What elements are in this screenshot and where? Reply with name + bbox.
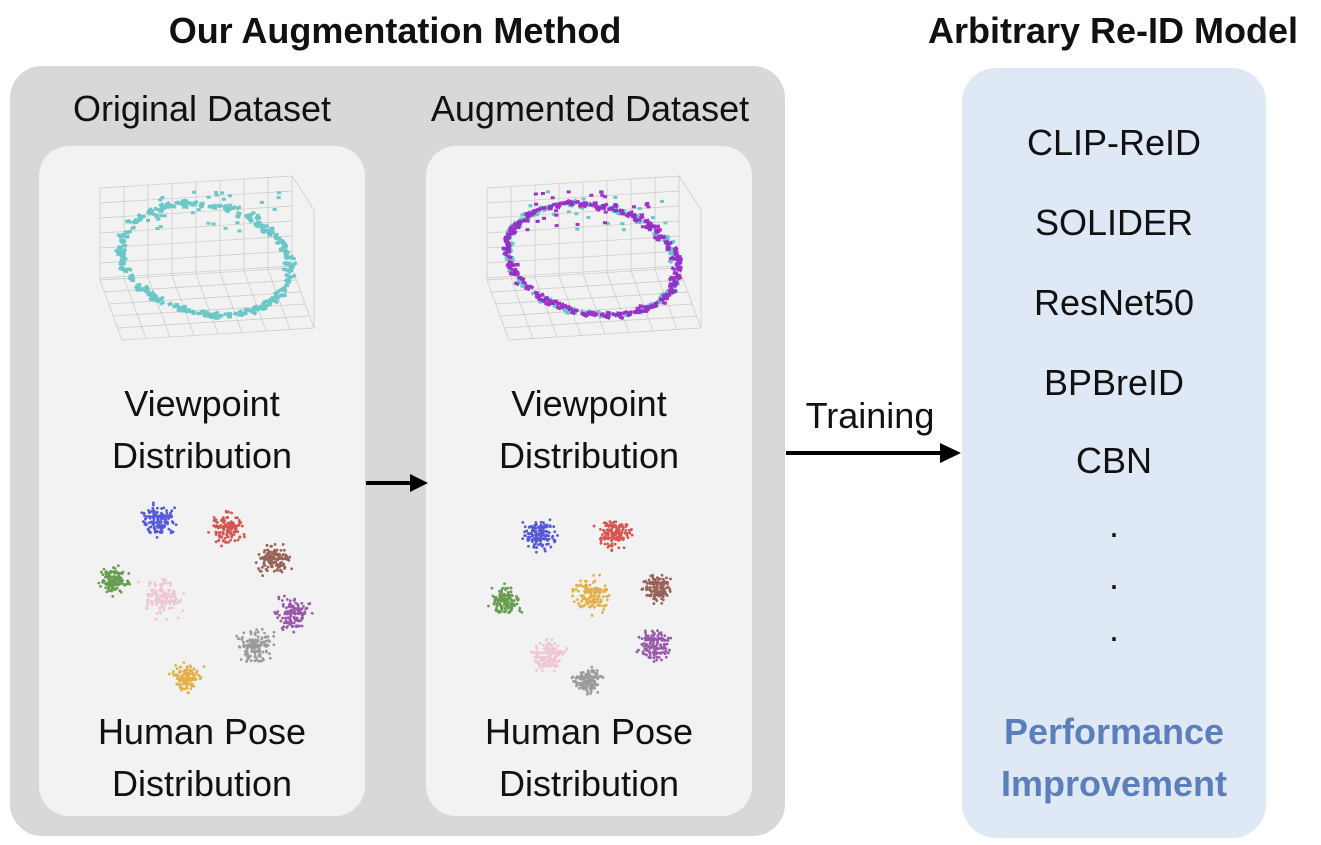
model-resnet50: ResNet50 <box>1033 282 1195 323</box>
training-arrow <box>786 443 961 463</box>
model-title: Arbitrary Re-ID Model <box>927 10 1299 51</box>
augmented-viewpoint-points <box>501 190 684 321</box>
reid-model-panel <box>962 68 1266 838</box>
pose-cluster <box>207 509 246 548</box>
plot-grid <box>486 175 702 341</box>
augmented-viewpoint-plot <box>486 175 702 341</box>
ellipsis-dot: . <box>1108 504 1119 545</box>
model-cbn: CBN <box>1075 440 1152 481</box>
pose-cluster <box>592 520 634 553</box>
pose-cluster <box>273 594 314 634</box>
pose-cluster <box>137 577 186 621</box>
model-solider: SOLIDER <box>1034 202 1194 243</box>
augmented-dataset-heading: Augmented Dataset <box>430 88 750 129</box>
original-viewpoint-caption: Viewpoint Distribution <box>111 383 293 476</box>
training-label: Training <box>805 395 935 436</box>
original-pose-caption: Human Pose Distribution <box>97 711 307 804</box>
model-bpbreid: BPBreID <box>1043 362 1185 403</box>
viewpoint-points <box>113 190 298 321</box>
pose-cluster <box>97 564 132 598</box>
augmented-viewpoint-caption: Viewpoint Distribution <box>498 383 680 476</box>
original-viewpoint-plot <box>99 175 315 341</box>
model-clip-reid: CLIP-ReID <box>1026 122 1202 163</box>
original-pose-plot <box>97 501 314 695</box>
original-dataset-card <box>39 146 365 816</box>
pose-cluster <box>570 665 605 696</box>
original-dataset-heading: Original Dataset <box>72 88 332 129</box>
performance-improvement-label: Performance Improvement <box>1000 711 1228 804</box>
augmented-dataset-card <box>426 146 752 816</box>
ellipsis-dot: . <box>1108 556 1119 597</box>
pose-cluster <box>487 582 524 614</box>
pose-cluster <box>529 637 569 673</box>
pose-cluster <box>167 661 206 695</box>
pose-cluster <box>571 573 611 617</box>
pose-cluster <box>254 542 294 578</box>
pose-cluster <box>140 501 178 539</box>
pose-cluster <box>635 629 673 663</box>
augmentation-arrow <box>366 474 428 492</box>
pose-cluster <box>521 518 559 554</box>
pose-cluster <box>640 573 672 606</box>
method-title: Our Augmentation Method <box>168 10 622 51</box>
ellipsis-dot: . <box>1108 608 1119 649</box>
augmented-pose-caption: Human Pose Distribution <box>484 711 694 804</box>
pose-cluster <box>235 627 276 663</box>
augmented-pose-plot <box>487 518 673 696</box>
